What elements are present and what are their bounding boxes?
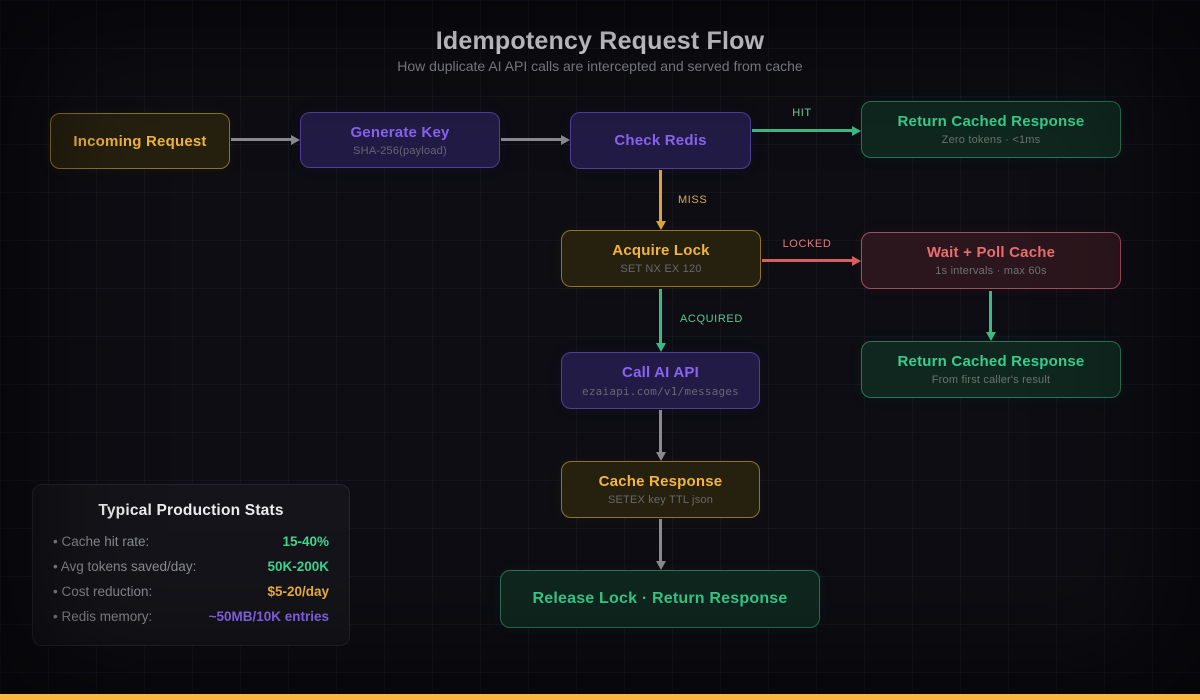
node-wait-poll-cache: Wait + Poll Cache 1s intervals · max 60s bbox=[861, 232, 1121, 289]
edge-cache-to-release-arrow bbox=[659, 519, 662, 561]
edge-incoming-to-generate-arrow bbox=[231, 138, 291, 141]
stat-value: ~50MB/10K entries bbox=[208, 609, 329, 624]
node-call-ai-api: Call AI API ezaiapi.com/v1/messages bbox=[561, 352, 760, 409]
edge-locked-arrow bbox=[762, 259, 852, 262]
edge-label-acquired: ACQUIRED bbox=[680, 313, 743, 325]
page-title: Idempotency Request Flow bbox=[435, 27, 765, 55]
node-title: Check Redis bbox=[614, 132, 707, 149]
edge-label-locked: LOCKED bbox=[782, 238, 832, 250]
stat-row-cache-hit-rate: • Cache hit rate: 15-40% bbox=[53, 534, 329, 549]
page-subtitle: How duplicate AI API calls are intercept… bbox=[397, 58, 803, 74]
node-cache-response: Cache Response SETEX key TTL json bbox=[561, 461, 760, 518]
edge-acquired-arrow bbox=[659, 289, 662, 343]
node-check-redis: Check Redis bbox=[570, 112, 751, 169]
stat-value: 50K-200K bbox=[267, 559, 329, 574]
stat-label: • Redis memory: bbox=[53, 609, 153, 624]
node-generate-key: Generate Key SHA-256(payload) bbox=[300, 112, 500, 168]
node-title: Call AI API bbox=[622, 363, 699, 381]
node-title: Generate Key bbox=[350, 123, 450, 141]
node-title: Release Lock · Return Response bbox=[532, 590, 788, 607]
node-subtitle: SET NX EX 120 bbox=[620, 263, 702, 275]
node-title: Incoming Request bbox=[73, 132, 207, 150]
edge-callapi-to-cache-arrow bbox=[659, 410, 662, 452]
node-title: Wait + Poll Cache bbox=[926, 244, 1056, 261]
node-subtitle: 1s intervals · max 60s bbox=[935, 265, 1047, 277]
stat-row-redis-memory: • Redis memory: ~50MB/10K entries bbox=[53, 609, 329, 624]
edge-label-miss: MISS bbox=[678, 194, 708, 206]
node-title: Return Cached Response bbox=[897, 353, 1085, 370]
production-stats-panel: Typical Production Stats • Cache hit rat… bbox=[32, 484, 350, 646]
edge-hit-arrow bbox=[752, 129, 852, 132]
node-title: Return Cached Response bbox=[897, 113, 1085, 130]
edge-generate-to-checkredis-arrow bbox=[501, 138, 561, 141]
node-subtitle: Zero tokens · <1ms bbox=[941, 134, 1041, 146]
stat-label: • Cache hit rate: bbox=[53, 534, 150, 549]
node-title: Cache Response bbox=[598, 473, 723, 490]
node-subtitle: From first caller's result bbox=[931, 374, 1051, 386]
edge-label-hit: HIT bbox=[792, 107, 812, 119]
stat-row-avg-tokens-saved: • Avg tokens saved/day: 50K-200K bbox=[53, 559, 329, 574]
stat-value: 15-40% bbox=[282, 534, 329, 549]
edge-waitpoll-to-return-arrow bbox=[989, 291, 992, 332]
node-title: Acquire Lock bbox=[612, 242, 710, 259]
edge-miss-arrow bbox=[659, 170, 662, 221]
node-return-cached-response-hit: Return Cached Response Zero tokens · <1m… bbox=[861, 101, 1121, 158]
stat-row-cost-reduction: • Cost reduction: $5-20/day bbox=[53, 584, 329, 599]
bottom-accent-bar bbox=[0, 694, 1200, 700]
node-subtitle: SETEX key TTL json bbox=[607, 494, 714, 506]
stats-title: Typical Production Stats bbox=[98, 502, 284, 519]
node-return-cached-response-wait: Return Cached Response From first caller… bbox=[861, 341, 1121, 398]
stat-value: $5-20/day bbox=[267, 584, 329, 599]
node-subtitle: SHA-256(payload) bbox=[353, 144, 447, 157]
stat-label: • Avg tokens saved/day: bbox=[53, 559, 197, 574]
node-acquire-lock: Acquire Lock SET NX EX 120 bbox=[561, 230, 761, 287]
node-subtitle: ezaiapi.com/v1/messages bbox=[582, 384, 739, 398]
node-incoming-request: Incoming Request bbox=[50, 113, 230, 169]
stat-label: • Cost reduction: bbox=[53, 584, 153, 599]
node-release-lock-return-response: Release Lock · Return Response bbox=[500, 570, 820, 628]
